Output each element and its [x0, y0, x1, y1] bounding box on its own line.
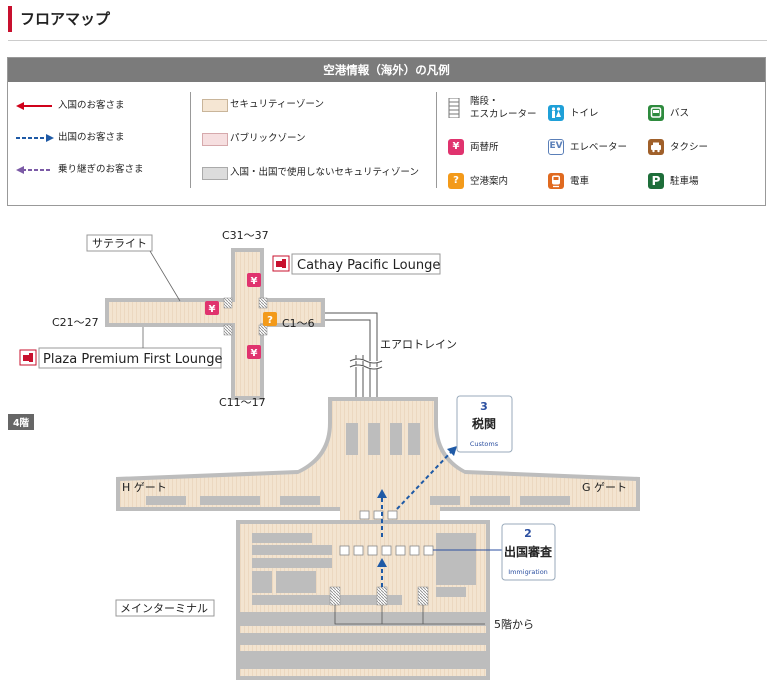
- customs-label: 税関: [472, 416, 496, 431]
- main-terminal-label: メインターミナル: [120, 602, 208, 615]
- lounge-plaza-icon: [19, 349, 37, 366]
- legend-transfer-label: 乗り継ぎのお客さま: [58, 164, 144, 175]
- legend-bus-label: バス: [670, 108, 690, 119]
- arrival-arrow-icon: [16, 102, 52, 110]
- track-break-mark: [349, 358, 383, 370]
- stairs-icon: [448, 98, 460, 118]
- from-5f-label: 5階から: [494, 617, 534, 631]
- legend-unused-label: 入国・出国で使用しないセキュリティゾーン: [230, 167, 419, 178]
- floor-badge: [8, 414, 34, 430]
- h-gate-label: H ゲート: [122, 481, 167, 494]
- floor-map: サテライト C31〜37 C21〜27 C11〜17 C1〜6 ¥ ¥ ¥ ? …: [8, 229, 640, 680]
- svg-text:¥: ¥: [251, 348, 258, 359]
- legend-separator: [436, 92, 437, 188]
- gates-top-label: C31〜37: [222, 229, 269, 242]
- elevator-icon: EV: [548, 139, 564, 155]
- leader-line: [149, 250, 181, 302]
- satellite-label: サテライト: [92, 237, 147, 250]
- legend-departure-label: 出国のお客さま: [58, 132, 125, 143]
- legend-arrival-label: 入国のお客さま: [58, 100, 125, 111]
- legend-stairs-line1: 階段・: [470, 96, 499, 107]
- bus-icon: [648, 105, 664, 121]
- public-zone-swatch: [202, 133, 228, 146]
- immigration-step-number: 2: [524, 527, 532, 540]
- parking-icon: P: [648, 173, 664, 189]
- satellite-escalators: [223, 297, 268, 336]
- legend-toilet-label: トイレ: [570, 108, 599, 119]
- departure-arrow-icon: [16, 134, 54, 142]
- immigration-label: 出国審査: [504, 544, 553, 559]
- security-zone-swatch: [202, 99, 228, 112]
- svg-text:¥: ¥: [209, 304, 216, 315]
- svg-text:¥: ¥: [251, 276, 258, 287]
- legend-elevator-label: エレベーター: [570, 142, 628, 153]
- legend-stairs-line2: エスカレーター: [470, 109, 537, 120]
- legend-header: 空港情報（海外）の凡例: [8, 58, 765, 82]
- gates-right-label: C1〜6: [282, 317, 315, 330]
- toilet-icon: [548, 105, 564, 121]
- info-icon: ?: [448, 173, 464, 189]
- satellite-building: [105, 248, 325, 400]
- exchange-icon: ¥: [247, 345, 261, 359]
- immigration-checkpoint: [339, 545, 434, 556]
- customs-label-en: Customs: [470, 440, 499, 448]
- customs-callout: 3 税関 Customs: [456, 395, 513, 453]
- legend-separator: [190, 92, 191, 188]
- legend-taxi-label: タクシー: [670, 142, 709, 153]
- info-icon: ?: [263, 312, 277, 326]
- legend-stairs-label: 階段・エスカレーター: [470, 95, 537, 121]
- exchange-icon: ¥: [205, 301, 219, 315]
- immigration-callout: 2 出国審査 Immigration: [501, 523, 556, 581]
- legend-info-label: 空港案内: [470, 176, 509, 187]
- departure-flow-arrow: [377, 446, 457, 587]
- aerotrain-label: エアロトレイン: [380, 338, 457, 351]
- taxi-icon: [648, 139, 664, 155]
- legend-exchange-label: 両替所: [470, 142, 499, 153]
- legend-train-label: 電車: [570, 176, 590, 187]
- from-5f-leader: [334, 605, 485, 625]
- unused-zone-block: [146, 423, 570, 505]
- unused-zone-block: [240, 533, 486, 669]
- exchange-icon: ¥: [448, 139, 464, 155]
- gates-bottom-label: C11〜17: [219, 396, 266, 409]
- svg-text:?: ?: [267, 315, 273, 326]
- legend-public-label: パブリックゾーン: [230, 133, 306, 144]
- customs-checkpoint: [359, 510, 398, 520]
- legend-security-label: セキュリティーゾーン: [230, 99, 324, 110]
- unused-zone-swatch: [202, 167, 228, 180]
- exchange-icon: ¥: [247, 273, 261, 287]
- title-divider: [8, 40, 767, 41]
- legend-panel: 空港情報（海外）の凡例 入国のお客さま 出国のお客さま 乗り継ぎのお客さま セキ…: [7, 57, 766, 206]
- transfer-arrow-icon: [16, 166, 52, 174]
- lounge-cathay-icon: [272, 255, 290, 272]
- page-title: フロアマップ: [8, 6, 110, 32]
- g-gate-label: G ゲート: [582, 481, 627, 494]
- lounge-plaza-label: Plaza Premium First Lounge: [43, 352, 223, 367]
- lounge-cathay-box: [291, 253, 441, 275]
- main-terminal-label-box: [115, 599, 215, 617]
- immigration-label-en: Immigration: [508, 568, 548, 576]
- lounge-plaza-box: [38, 347, 222, 369]
- gates-left-label: C21〜27: [52, 316, 99, 329]
- train-icon: [548, 173, 564, 189]
- customs-step-number: 3: [480, 400, 488, 413]
- satellite-label-box: [86, 234, 153, 252]
- floor-label: 4階: [13, 417, 30, 429]
- legend-parking-label: 駐車場: [670, 176, 699, 187]
- lounge-cathay-label: Cathay Pacific Lounge: [297, 258, 440, 273]
